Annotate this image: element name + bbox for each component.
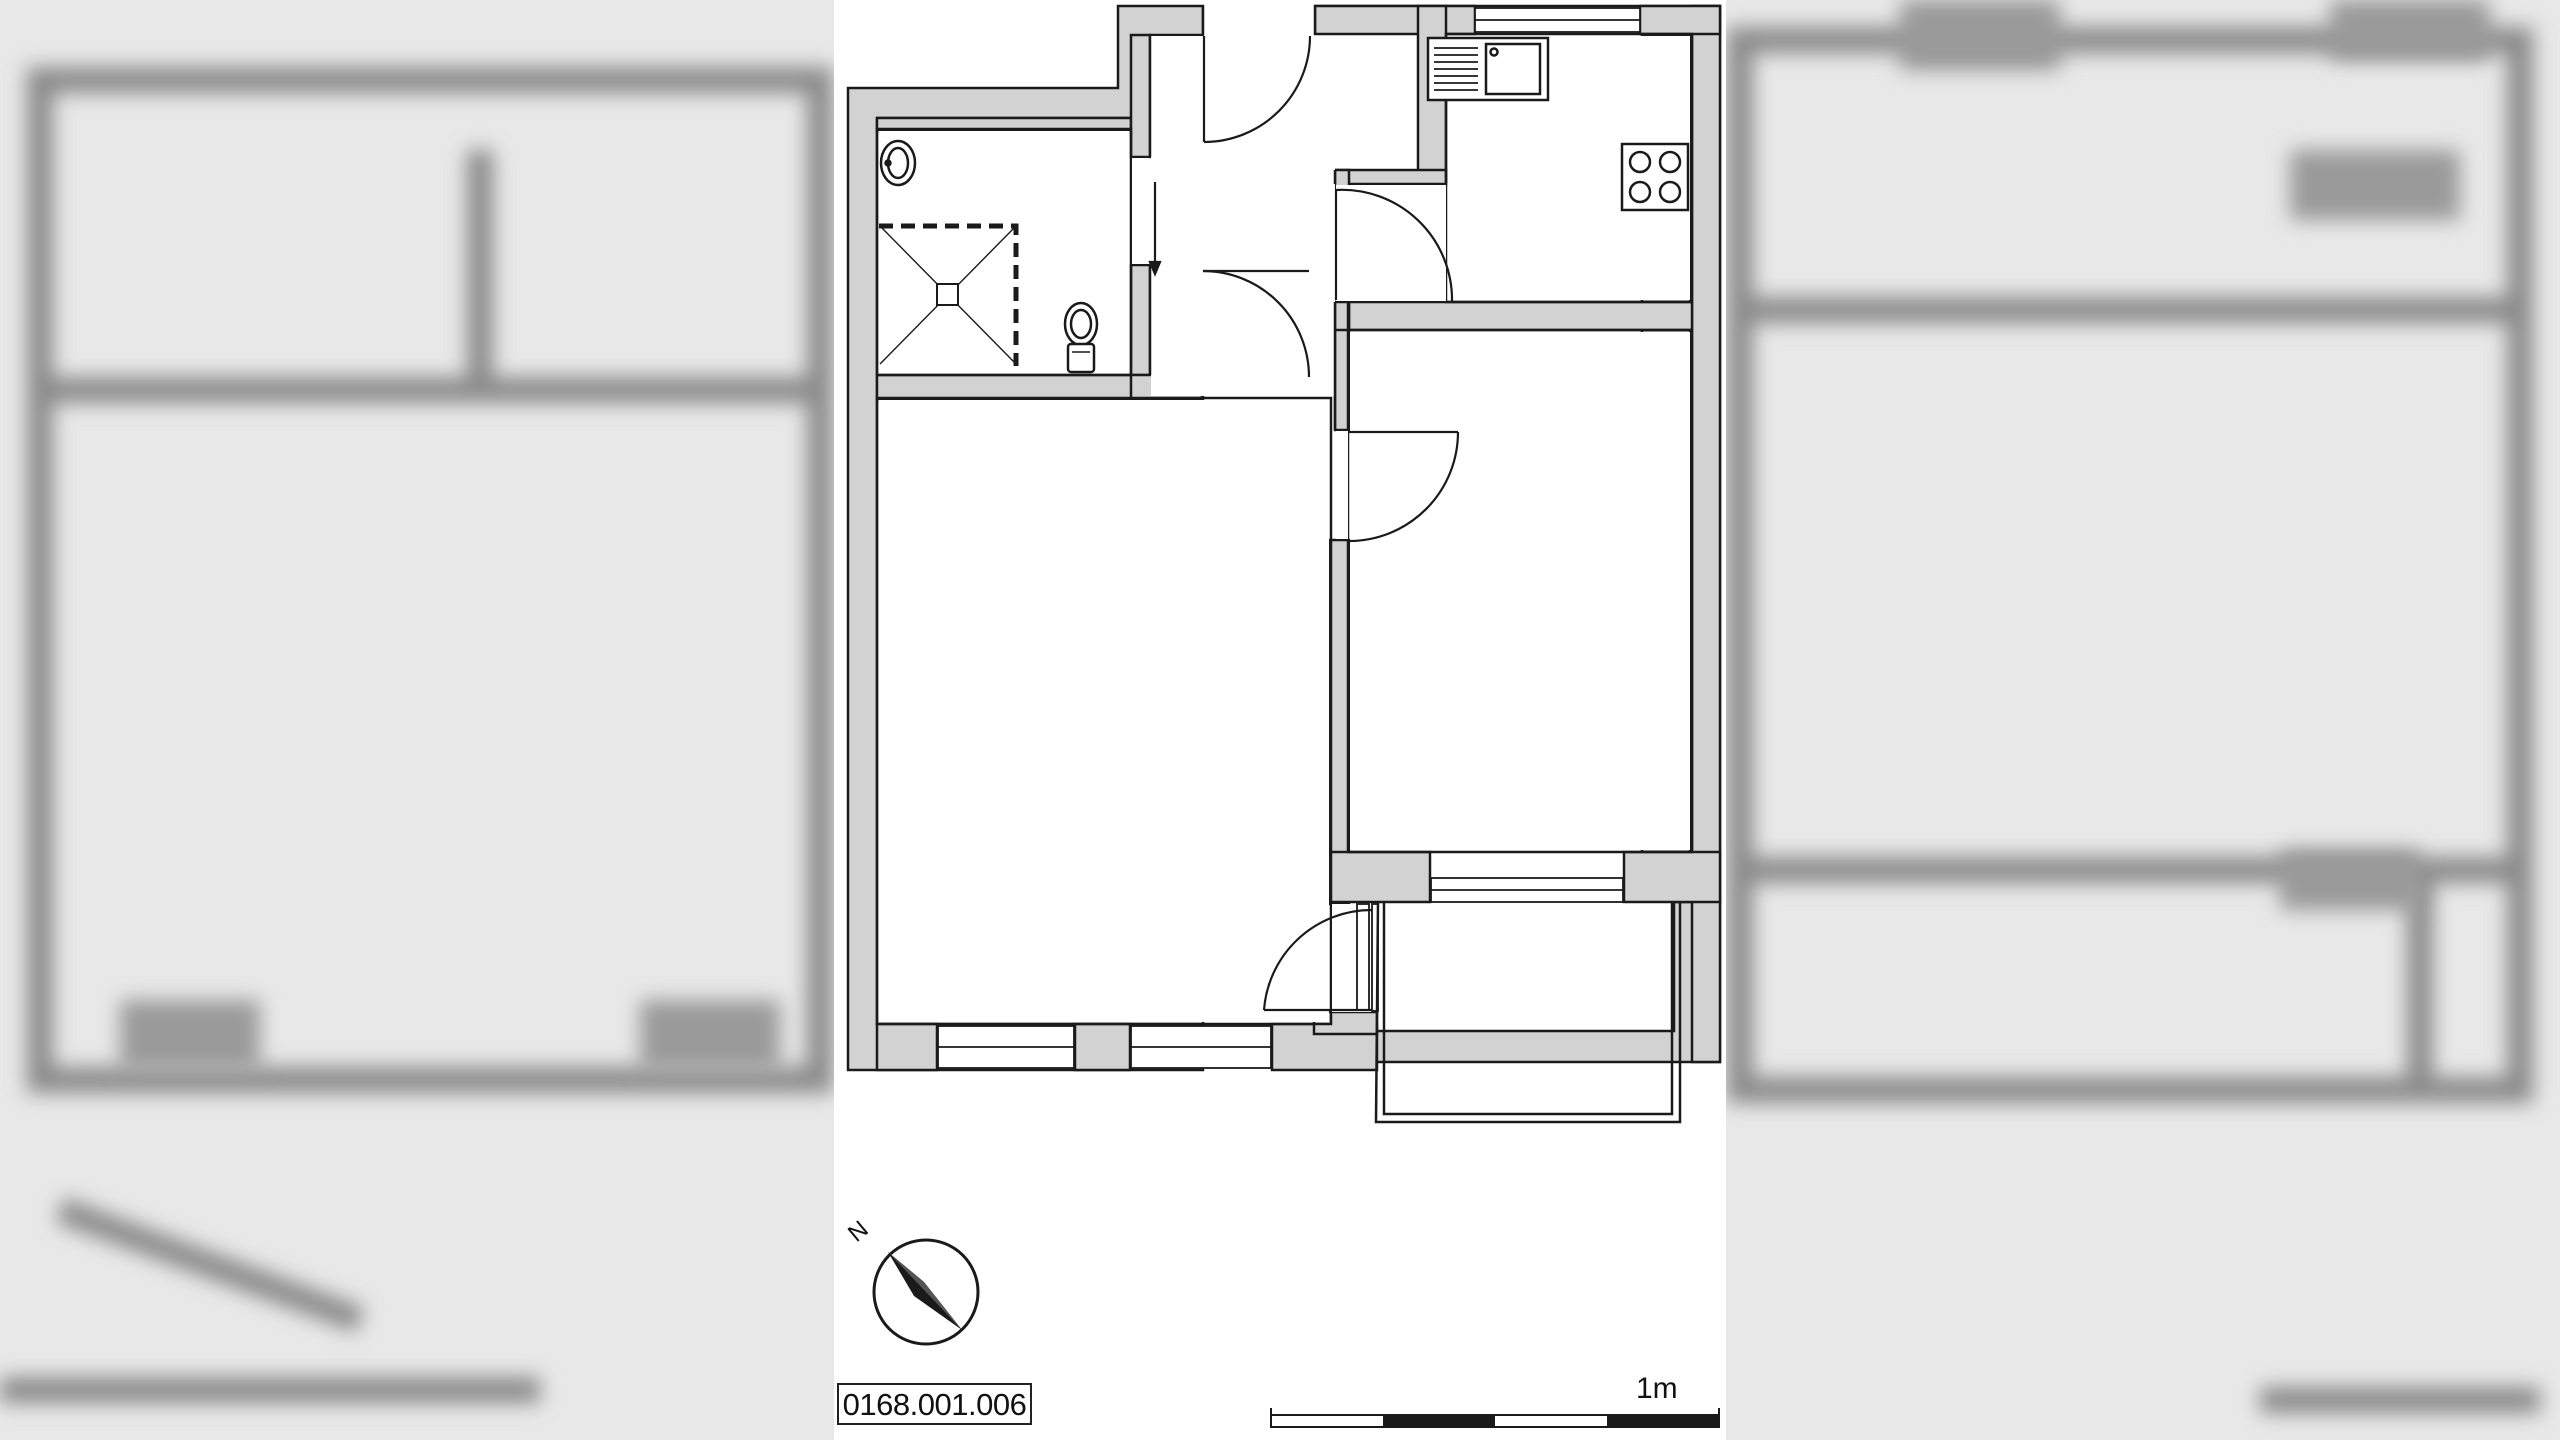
- scale-bar: [1270, 1408, 1720, 1428]
- bath-east-wall-upper: [1129, 33, 1152, 159]
- bathroom-outline: [875, 127, 1133, 377]
- living-room-outline: [875, 396, 1333, 1026]
- bedroom-west-wall-lower: [1328, 538, 1351, 906]
- entrance-door-swing: [1203, 35, 1312, 144]
- balcony-door-gap: [1332, 904, 1372, 1012]
- north-wall-kitchen-right: [1638, 4, 1722, 36]
- sink-icon: [879, 139, 917, 187]
- kitchen-west-wall-foot: [1333, 168, 1448, 186]
- living-room-floor: [879, 400, 1329, 1022]
- bath-door-gap: [1132, 158, 1149, 264]
- stove-icon: [1620, 142, 1690, 212]
- bath-door-swing: [1202, 269, 1311, 378]
- bedroom-floor: [1350, 332, 1690, 850]
- north-wall-kitchen-left: [1313, 4, 1477, 36]
- living-sw-pier: [875, 1022, 939, 1072]
- bath-east-wall-lower: [1129, 263, 1152, 381]
- kitchen-outline: [1444, 32, 1694, 304]
- bedroom-outline: [1346, 328, 1694, 854]
- east-wall: [1690, 4, 1722, 1064]
- bedroom-sw-pier: [1328, 850, 1432, 904]
- balcony-door-swing: [1262, 908, 1373, 1011]
- balcony-inner: [1382, 902, 1674, 1116]
- bedroom-door-gap: [1336, 431, 1348, 539]
- scale-label: 1m: [1636, 1372, 1678, 1405]
- bedroom-se-pier: [1622, 850, 1722, 904]
- plan-id-label: 0168.001.006: [837, 1383, 1032, 1425]
- compass-icon: [872, 1238, 980, 1346]
- balcony-outer: [1374, 901, 1682, 1124]
- kitchen-bedroom-wall: [1333, 300, 1694, 332]
- hallway-floor: [1151, 36, 1335, 396]
- kitchen-door-swing: [1335, 188, 1454, 303]
- living-mid-pier: [1073, 1022, 1132, 1072]
- bedroom-door-swing: [1348, 431, 1460, 543]
- kitchen-door-gap: [1336, 185, 1446, 301]
- entrance-gap: [1204, 6, 1314, 36]
